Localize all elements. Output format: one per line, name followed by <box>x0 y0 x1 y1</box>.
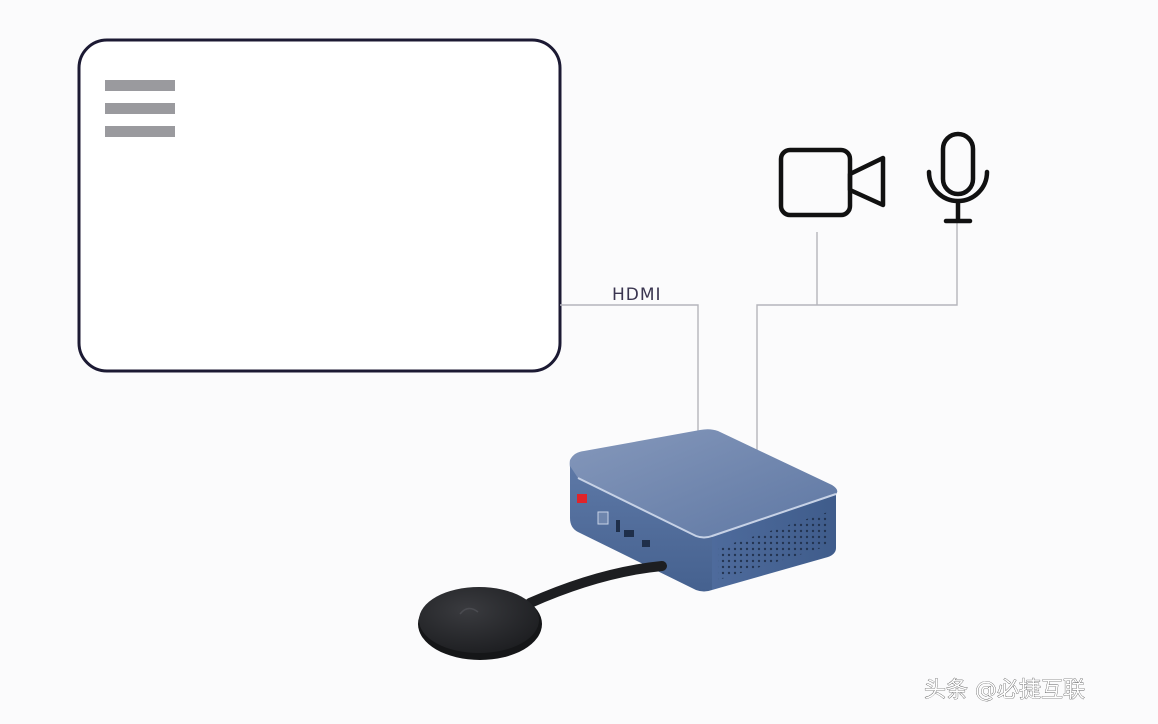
video-camera-icon <box>778 147 886 218</box>
menu-lines-icon <box>105 80 175 137</box>
conference-box-device <box>569 429 838 592</box>
hdmi-label: HDMI <box>612 285 662 305</box>
hdmi-connector-line <box>560 304 699 432</box>
watermark-text: 头条 @必捷互联 <box>924 678 1085 703</box>
power-indicator <box>577 494 587 503</box>
display-screen-icon <box>77 38 562 373</box>
wireless-share-button <box>418 561 667 660</box>
microphone-icon <box>926 131 990 224</box>
peripheral-connector-lines <box>756 222 958 450</box>
